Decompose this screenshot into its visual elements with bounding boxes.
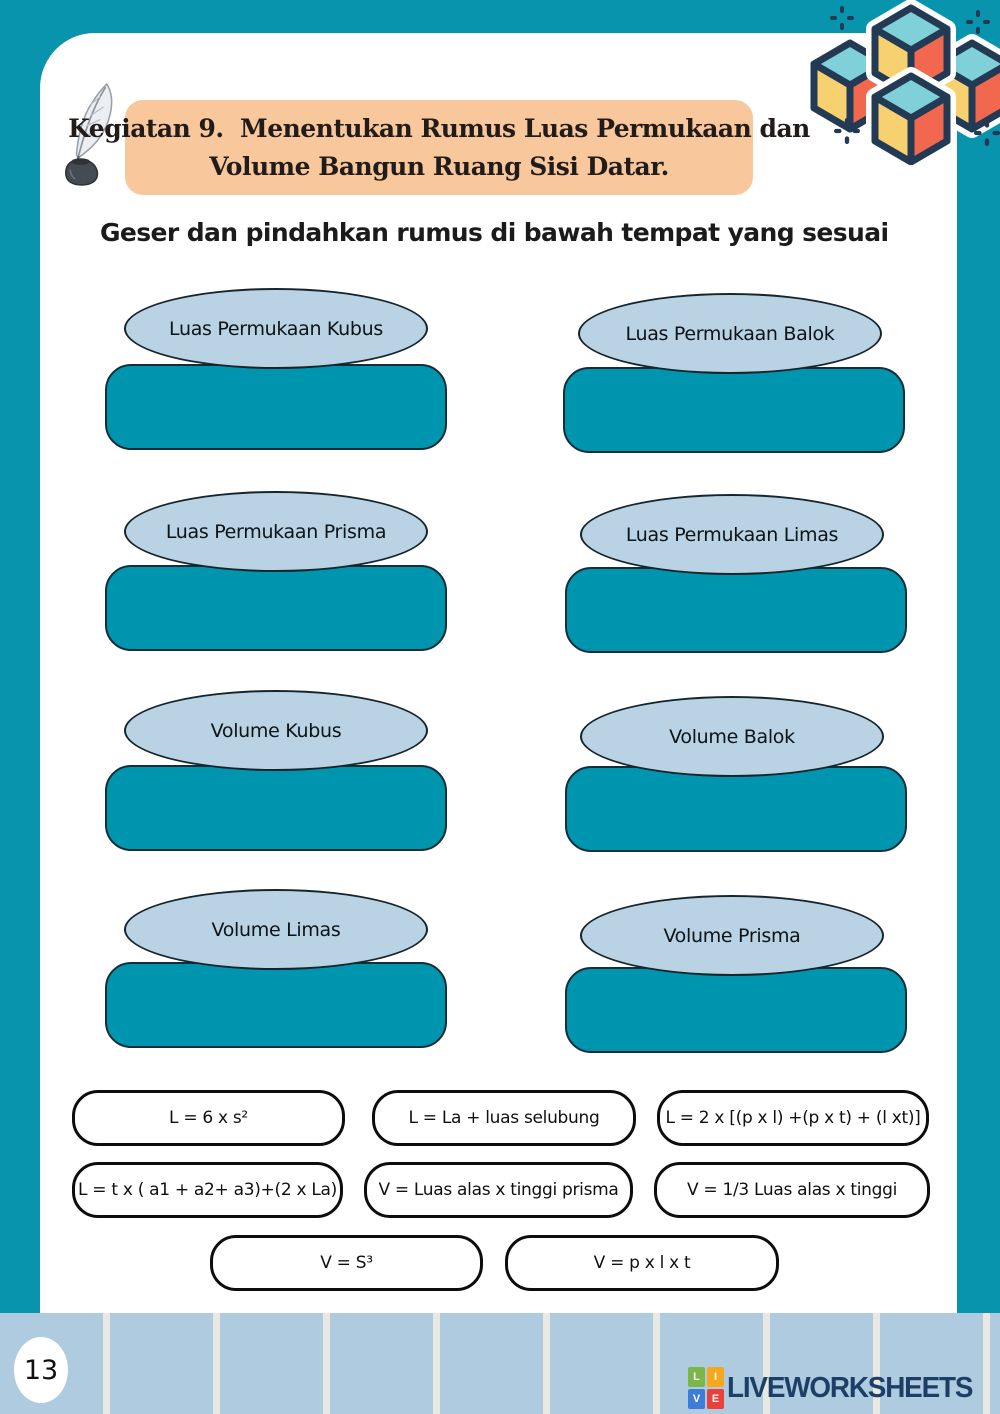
dropzone-volume-limas[interactable]	[105, 962, 447, 1048]
dropzone-volume-kubus[interactable]	[105, 765, 447, 851]
formula-pill-2x-pl-pt-lt[interactable]: L = 2 x [(p x l) +(p x t) + (l xt)]	[657, 1090, 929, 1146]
formula-pill-la-selubung[interactable]: L = La + luas selubung	[372, 1090, 636, 1146]
label-luas-permukaan-balok: Luas Permukaan Balok	[578, 293, 882, 374]
liveworksheets-logo-icon: L I V E	[688, 1367, 724, 1409]
activity-title-box: Kegiatan 9. Menentukan Rumus Luas Permuk…	[68, 100, 810, 195]
logo-letter-i: I	[707, 1367, 724, 1387]
label-volume-balok: Volume Balok	[580, 696, 884, 777]
quill-ink-icon	[65, 82, 113, 186]
formula-pill-luas-alas-tinggi-prisma[interactable]: V = Luas alas x tinggi prisma	[364, 1162, 633, 1218]
brand-text: LIVEWORKSHEETS	[727, 1371, 973, 1404]
label-volume-kubus: Volume Kubus	[124, 690, 428, 771]
plus-sparkle-icon	[834, 118, 860, 144]
dropzone-luas-permukaan-prisma[interactable]	[105, 565, 447, 651]
footer-tiles	[0, 1313, 1000, 1414]
activity-title-line1: Kegiatan 9. Menentukan Rumus Luas Permuk…	[68, 113, 810, 143]
dropzone-luas-permukaan-limas[interactable]	[565, 567, 907, 653]
formula-pill-s3[interactable]: V = S³	[210, 1235, 483, 1291]
formula-pill-t-a1a2a3-2la[interactable]: L = t x ( a1 + a2+ a3)+(2 x La)	[72, 1162, 343, 1218]
formula-pill-l-6xs2[interactable]: L = 6 x s²	[72, 1090, 345, 1146]
dropzone-luas-permukaan-balok[interactable]	[563, 367, 905, 453]
label-luas-permukaan-limas: Luas Permukaan Limas	[580, 494, 884, 575]
plus-sparkle-icon	[966, 10, 990, 34]
formula-pill-sepertiga-luas-alas-tinggi[interactable]: V = 1/3 Luas alas x tinggi	[654, 1162, 930, 1218]
dropzone-luas-permukaan-kubus[interactable]	[105, 364, 447, 450]
plus-sparkle-icon	[974, 120, 1000, 146]
plus-sparkle-icon	[830, 6, 854, 30]
label-volume-prisma: Volume Prisma	[580, 895, 884, 976]
dropzone-volume-balok[interactable]	[565, 766, 907, 852]
instruction-text: Geser dan pindahkan rumus di bawah tempa…	[100, 218, 889, 247]
logo-letter-l: L	[688, 1367, 705, 1387]
page-number-badge: 13	[14, 1337, 68, 1403]
label-luas-permukaan-prisma: Luas Permukaan Prisma	[124, 491, 428, 572]
liveworksheets-logo: L I V E LIVEWORKSHEETS	[688, 1367, 983, 1409]
activity-title-line2: Volume Bangun Ruang Sisi Datar.	[209, 151, 669, 181]
logo-letter-e: E	[707, 1389, 724, 1409]
logo-letter-v: V	[688, 1389, 705, 1409]
label-volume-limas: Volume Limas	[124, 889, 428, 970]
label-luas-permukaan-kubus: Luas Permukaan Kubus	[124, 288, 428, 369]
formula-pill-pxlxt[interactable]: V = p x l x t	[505, 1235, 779, 1291]
dropzone-volume-prisma[interactable]	[565, 967, 907, 1053]
